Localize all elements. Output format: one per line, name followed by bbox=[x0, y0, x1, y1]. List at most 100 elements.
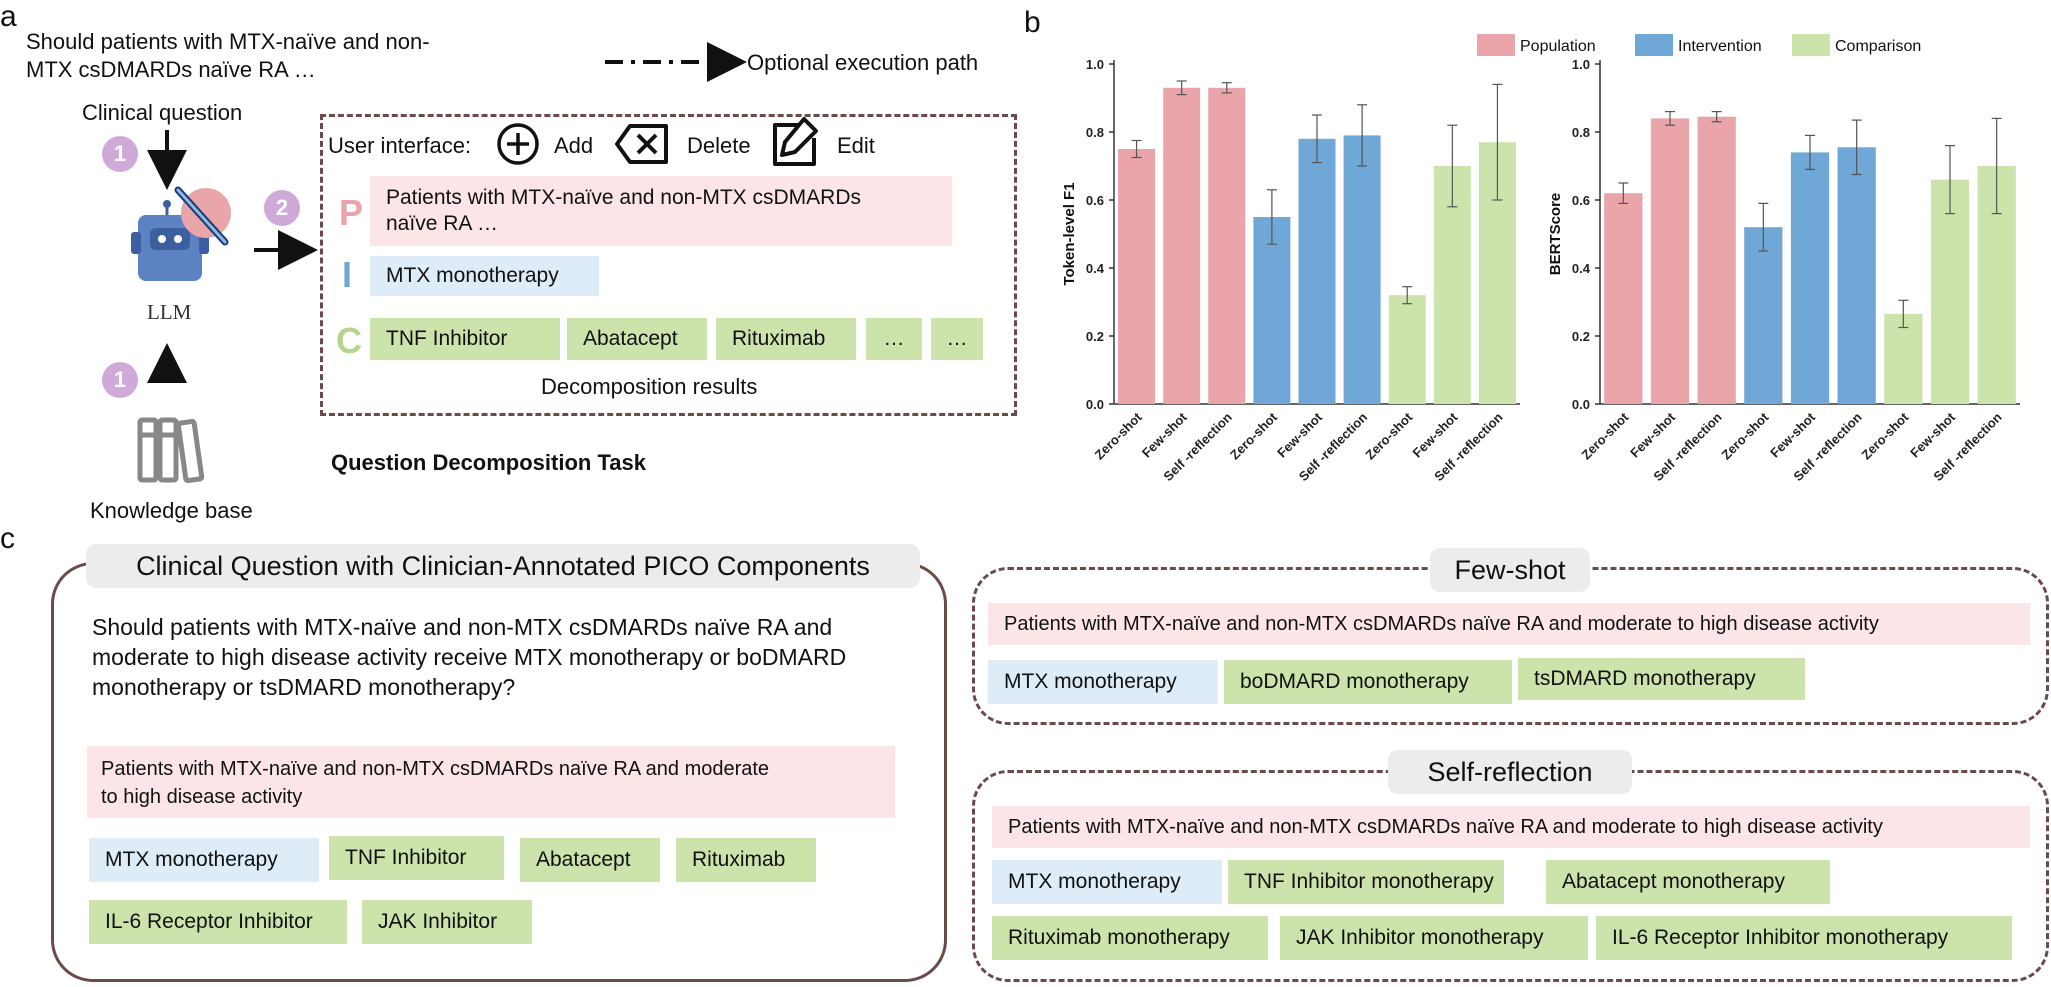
y-tick-label: 0.4 bbox=[1086, 261, 1105, 276]
population-text: Patients with MTX-naïve and non-MTX csDM… bbox=[386, 186, 861, 209]
task-title: Question Decomposition Task bbox=[331, 450, 646, 475]
annotated-comparison-chip: Rituximab bbox=[676, 838, 816, 882]
delete-icon bbox=[615, 124, 668, 164]
annotated-comparison-chip: Abatacept bbox=[520, 838, 660, 882]
p-letter: P bbox=[339, 192, 364, 233]
add-label[interactable]: Add bbox=[554, 133, 594, 158]
bar bbox=[1650, 118, 1690, 405]
bar bbox=[1118, 149, 1156, 404]
decomposition-results-label: Decomposition results bbox=[541, 374, 758, 399]
annotated-population-chip: Patients with MTX-naïve and non-MTX csDM… bbox=[87, 746, 895, 818]
edit-label[interactable]: Edit bbox=[837, 133, 875, 158]
panel-a-letter: a bbox=[0, 0, 17, 33]
bar bbox=[1298, 138, 1336, 405]
comparison-chip[interactable]: Abatacept bbox=[567, 318, 707, 360]
y-axis-label: Token-level F1 bbox=[1061, 182, 1078, 285]
comparison-chip[interactable]: … bbox=[866, 318, 922, 360]
panel-b-letter: b bbox=[1024, 6, 1041, 39]
books-icon bbox=[137, 417, 205, 484]
y-tick-label: 0.0 bbox=[1572, 397, 1590, 412]
question-line: Should patients with MTX-naïve and non-M… bbox=[92, 614, 833, 640]
y-tick-label: 0.6 bbox=[1086, 193, 1104, 208]
fewshot-intervention-chip: MTX monotherapy bbox=[988, 660, 1218, 704]
population-text: naïve RA … bbox=[386, 212, 499, 235]
add-icon bbox=[497, 123, 539, 165]
population-chip[interactable]: Patients with MTX-naïve and non-MTX csDM… bbox=[370, 176, 952, 246]
bar bbox=[1930, 179, 1970, 404]
y-tick-label: 0.4 bbox=[1572, 261, 1591, 276]
y-axis-label: BERTScore bbox=[1547, 193, 1564, 276]
comparison-chip[interactable]: TNF Inhibitor bbox=[370, 318, 560, 360]
population-text: to high disease activity bbox=[101, 786, 303, 808]
question-line: moderate to high disease activity receiv… bbox=[92, 644, 847, 670]
fewshot-population-chip: Patients with MTX-naïve and non-MTX csDM… bbox=[988, 603, 2030, 645]
x-tick-label: Zero-shot bbox=[1227, 409, 1280, 462]
bar bbox=[1837, 147, 1876, 405]
y-tick-label: 0.2 bbox=[1086, 329, 1104, 344]
bar bbox=[1343, 135, 1381, 404]
annotated-comparison-chip: TNF Inhibitor bbox=[329, 836, 504, 880]
y-tick-label: 0.2 bbox=[1572, 329, 1590, 344]
population-text: Patients with MTX-naïve and non-MTX csDM… bbox=[101, 758, 770, 780]
legend-swatch bbox=[1635, 34, 1673, 56]
selfreflection-comparison-chip: TNF Inhibitor monotherapy bbox=[1228, 860, 1504, 904]
bar bbox=[1604, 193, 1643, 404]
clinical-question-label: Clinical question bbox=[82, 100, 243, 125]
bar bbox=[1253, 217, 1291, 404]
decomposition-results-box bbox=[320, 114, 1017, 416]
x-tick-label: Zero-shot bbox=[1362, 409, 1415, 462]
intervention-chip[interactable]: MTX monotherapy bbox=[370, 256, 599, 296]
x-tick-label: Zero-shot bbox=[1858, 409, 1911, 462]
comparison-chip[interactable]: … bbox=[931, 318, 983, 360]
bar bbox=[1697, 116, 1736, 404]
annotated-intervention-chip: MTX monotherapy bbox=[89, 838, 319, 882]
selfreflection-comparison-chip: IL-6 Receptor Inhibitor monotherapy bbox=[1596, 916, 2012, 960]
selfreflection-comparison-chip: JAK Inhibitor monotherapy bbox=[1280, 916, 1588, 960]
x-tick-label: Zero-shot bbox=[1578, 409, 1631, 462]
y-tick-label: 0.0 bbox=[1086, 397, 1104, 412]
question-line: monotherapy or tsDMARD monotherapy? bbox=[92, 674, 516, 700]
bar bbox=[1790, 152, 1830, 404]
annotated-comparison-chip: JAK Inhibitor bbox=[362, 900, 532, 944]
ui-label: User interface: bbox=[328, 133, 472, 158]
c-letter: C bbox=[336, 320, 362, 361]
selfreflection-population-chip: Patients with MTX-naïve and non-MTX csDM… bbox=[992, 806, 2030, 848]
clinical-question-text: Should patients with MTX-naïve and non- … bbox=[26, 28, 430, 84]
step-1-badge-kb: 1 bbox=[102, 362, 138, 398]
robot-icon bbox=[131, 186, 231, 281]
bar bbox=[1388, 295, 1426, 404]
llm-label: LLM bbox=[147, 300, 192, 324]
bar bbox=[1208, 87, 1246, 405]
annotated-pico-title: Clinical Question with Clinician-Annotat… bbox=[86, 544, 920, 588]
delete-label[interactable]: Delete bbox=[687, 133, 751, 158]
legend-swatch bbox=[1477, 34, 1515, 56]
comparison-chip[interactable]: Rituximab bbox=[716, 318, 856, 360]
question-line: MTX csDMARDs naïve RA … bbox=[26, 57, 316, 82]
selfreflection-intervention-chip: MTX monotherapy bbox=[992, 860, 1222, 904]
annotated-comparison-chip: IL-6 Receptor Inhibitor bbox=[89, 900, 347, 944]
y-tick-label: 1.0 bbox=[1086, 57, 1104, 72]
legend-optional-path-label: Optional execution path bbox=[747, 50, 979, 75]
selfreflection-comparison-chip: Abatacept monotherapy bbox=[1546, 860, 1830, 904]
y-tick-label: 0.8 bbox=[1572, 125, 1590, 140]
selfreflection-comparison-chip: Rituximab monotherapy bbox=[992, 916, 1268, 960]
annotated-question: Should patients with MTX-naïve and non-M… bbox=[92, 612, 846, 702]
x-tick-label: Zero-shot bbox=[1092, 409, 1145, 462]
knowledge-base-label: Knowledge base bbox=[90, 498, 253, 523]
legend-label: Population bbox=[1520, 38, 1596, 55]
i-letter: I bbox=[342, 254, 353, 295]
bar bbox=[1744, 227, 1783, 404]
selfreflection-title: Self-reflection bbox=[1388, 750, 1632, 794]
bar bbox=[1884, 313, 1923, 404]
y-tick-label: 1.0 bbox=[1572, 57, 1590, 72]
x-tick-label: Zero-shot bbox=[1718, 409, 1771, 462]
legend-swatch bbox=[1792, 34, 1830, 56]
step-1-badge: 1 bbox=[102, 136, 138, 172]
fewshot-comparison-chip: boDMARD monotherapy bbox=[1224, 660, 1512, 704]
fewshot-comparison-chip: tsDMARD monotherapy bbox=[1518, 658, 1805, 700]
question-line: Should patients with MTX-naïve and non- bbox=[26, 29, 430, 54]
fewshot-title: Few-shot bbox=[1430, 548, 1590, 592]
legend-label: Intervention bbox=[1678, 38, 1762, 55]
y-tick-label: 0.6 bbox=[1572, 193, 1590, 208]
